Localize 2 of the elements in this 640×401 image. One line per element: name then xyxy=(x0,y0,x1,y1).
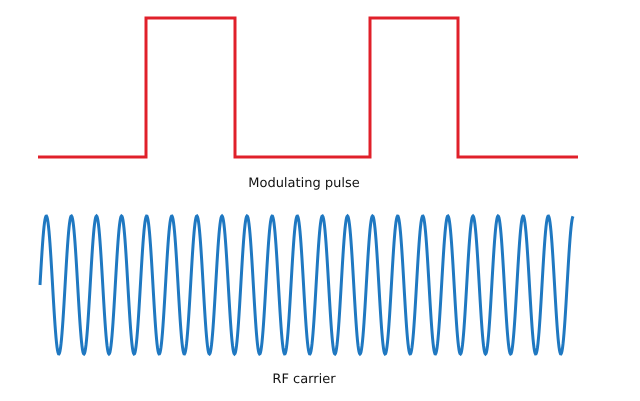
waveform-caption: RF carrier xyxy=(272,372,336,387)
waveform-caption: Modulating pulse xyxy=(248,176,360,191)
